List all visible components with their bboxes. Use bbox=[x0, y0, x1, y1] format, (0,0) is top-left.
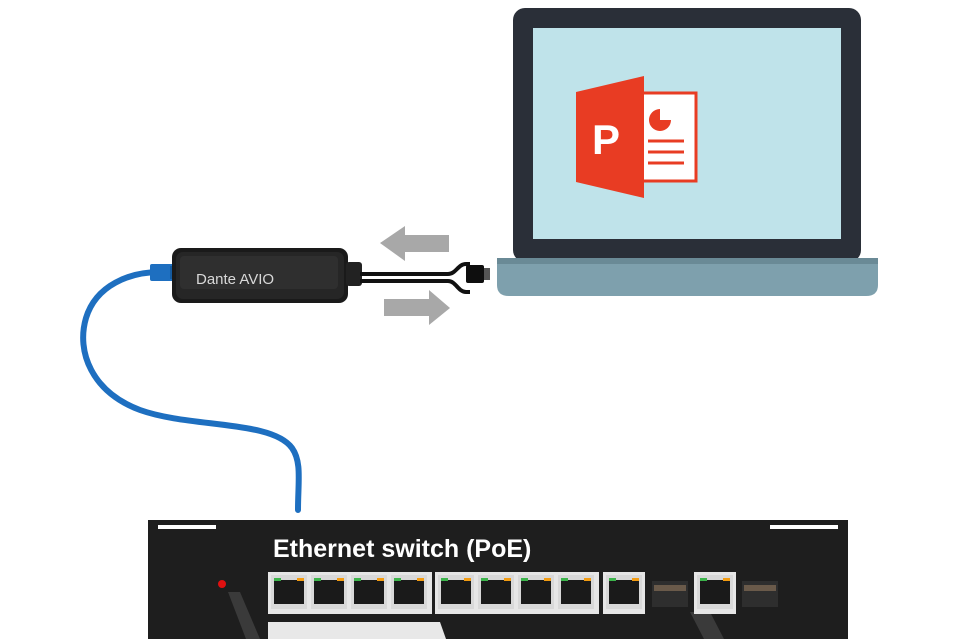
powerpoint-icon: P bbox=[576, 76, 698, 198]
laptop-base bbox=[497, 258, 878, 296]
dante-avio-adapter: Dante AVIO bbox=[172, 248, 362, 303]
ethernet-port bbox=[606, 575, 642, 609]
ethernet-port bbox=[391, 575, 427, 609]
switch-label: Ethernet switch (PoE) bbox=[273, 535, 531, 563]
ethernet-port bbox=[697, 575, 733, 609]
ethernet-port bbox=[351, 575, 387, 609]
ethernet-port bbox=[311, 575, 347, 609]
ethernet-port bbox=[271, 575, 307, 609]
ethernet-port bbox=[518, 575, 554, 609]
powerpoint-letter: P bbox=[592, 116, 620, 163]
adapter-label: Dante AVIO bbox=[196, 271, 274, 288]
ethernet-port bbox=[478, 575, 514, 609]
ethernet-port bbox=[558, 575, 594, 609]
sfp-slot bbox=[652, 581, 688, 607]
usb-cable bbox=[360, 262, 490, 294]
status-led bbox=[218, 580, 226, 588]
arrow-right-icon bbox=[384, 290, 450, 325]
ethernet-port bbox=[438, 575, 474, 609]
switch-ports bbox=[268, 572, 778, 614]
ethernet-switch: Ethernet switch (PoE) bbox=[148, 520, 848, 639]
arrow-left-icon bbox=[380, 226, 449, 261]
sfp-slot bbox=[742, 581, 778, 607]
